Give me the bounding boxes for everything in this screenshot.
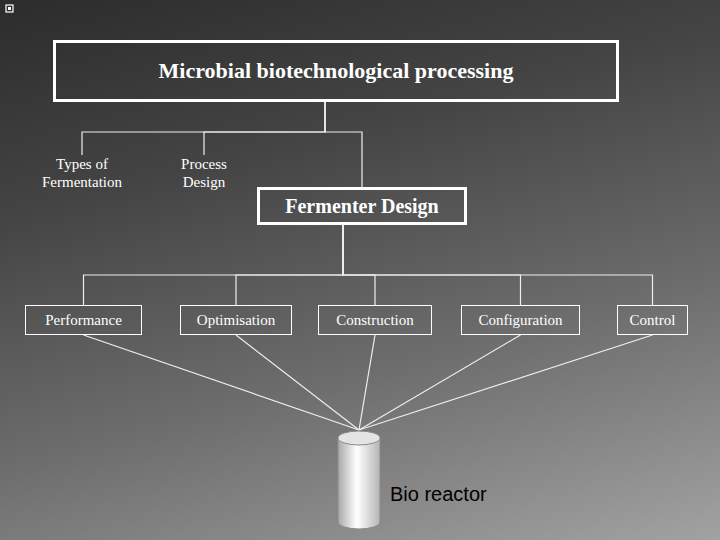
connector-line	[325, 102, 362, 187]
connector-line	[236, 225, 343, 305]
slide-bullet-core	[8, 7, 11, 10]
node-label: Types of Fermentation	[18, 155, 146, 191]
connector-line	[343, 225, 521, 305]
aspect-box: Construction	[318, 305, 432, 335]
connector-line	[359, 335, 375, 430]
node-label: Configuration	[478, 311, 562, 329]
cylinder-body	[338, 438, 380, 529]
node-label: Fermenter Design	[285, 194, 438, 218]
slide-bullet	[6, 5, 13, 12]
branch-heading: Process Design	[158, 155, 250, 199]
connector-line	[343, 225, 375, 305]
node-label: Microbial biotechnological processing	[159, 58, 514, 84]
connector-line	[82, 102, 325, 155]
aspect-box: Control	[617, 305, 688, 335]
section-box: Fermenter Design	[257, 187, 467, 225]
equipment-label: Bio reactor	[390, 482, 487, 506]
connector-line	[236, 335, 359, 430]
bioreactor-cylinder: Bio reactor	[337, 430, 381, 530]
cylinder-outline	[337, 430, 381, 530]
connector-line	[359, 335, 521, 430]
node-label: Construction	[336, 311, 414, 329]
node-label: Optimisation	[197, 311, 275, 329]
aspect-box: Performance	[25, 305, 142, 335]
connector-line	[343, 225, 653, 305]
title-box: Microbial biotechnological processing	[53, 40, 619, 102]
branch-heading: Types of Fermentation	[18, 155, 146, 199]
connector-line	[204, 102, 325, 155]
aspect-box: Optimisation	[180, 305, 292, 335]
node-label: Control	[630, 311, 676, 329]
node-label: Process Design	[158, 155, 250, 191]
node-label: Performance	[45, 311, 122, 329]
connector-line	[84, 225, 344, 305]
aspect-box: Configuration	[461, 305, 580, 335]
connector-line	[84, 335, 360, 430]
cylinder-top	[338, 431, 380, 445]
connector-line	[359, 335, 653, 430]
